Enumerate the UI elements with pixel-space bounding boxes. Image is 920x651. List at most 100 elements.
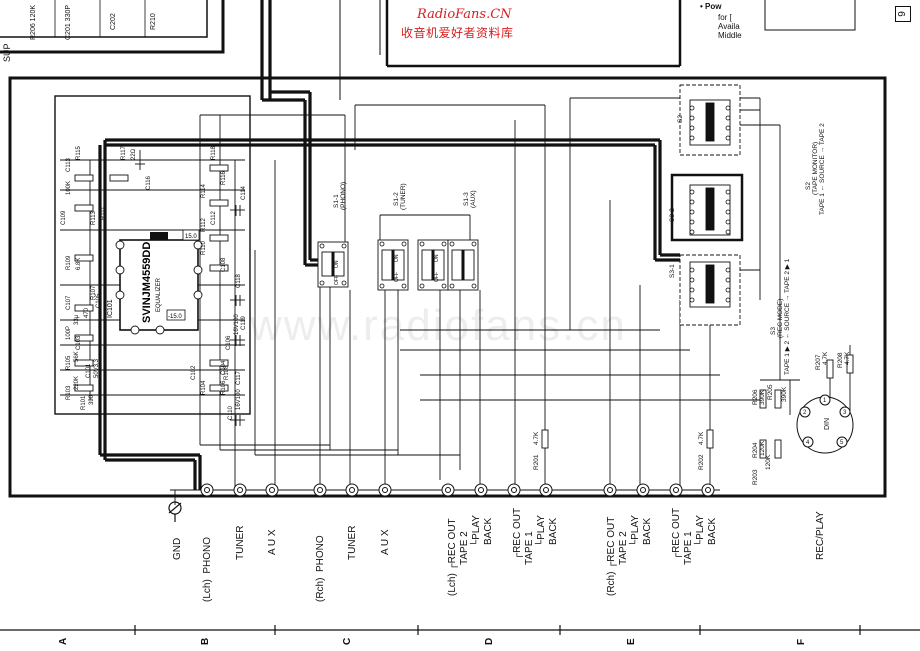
top-comp-4: R210 (150, 13, 157, 30)
value-r206: 390K (759, 389, 766, 405)
value-r203: 120K (765, 454, 772, 470)
label-r207: R207 (815, 354, 822, 370)
din-pin-1: 1 (823, 398, 827, 404)
label-r112: R112 (201, 217, 207, 232)
state-off-3: OFF (434, 272, 440, 282)
din-pin-2: 2 (803, 410, 807, 416)
label-l-aux: A U X (267, 529, 278, 555)
label-r111: R111 (101, 206, 107, 220)
label-r203: R203 (752, 469, 759, 485)
label-c119: C117 (236, 370, 242, 385)
label-l-tape1-back: BACK (548, 517, 559, 545)
label-c105: C105 (96, 293, 102, 308)
value-r101: 390 (89, 394, 95, 405)
right-resistors (541, 354, 854, 459)
value-r202: 4.7K (698, 431, 705, 445)
note-for: for [ (718, 13, 732, 22)
ic-vplus: 15.0 (185, 234, 197, 240)
label-s3-1: S3-1 (669, 264, 676, 278)
label-c103: C103 (76, 335, 82, 350)
eq-components (74, 150, 245, 426)
ic-pins (115, 240, 203, 335)
label-r206: R206 (752, 389, 759, 405)
label-s1-1: S1-1 (333, 194, 340, 208)
label-c118: C119 (241, 315, 247, 330)
label-r-tape2-name: TAPE 2 (618, 531, 629, 565)
selector-switches (317, 239, 479, 291)
top-left-board-fragment (0, 0, 225, 54)
label-c116: C116 (146, 175, 152, 190)
label-s2: S2 (805, 182, 812, 190)
ic-ref-label: IC101 (107, 299, 114, 318)
label-c106: R108 (224, 365, 230, 380)
label-c102: C102 (191, 365, 197, 380)
value-r105: 56K (74, 351, 80, 362)
label-r-aux: A U X (380, 529, 391, 555)
value-r115: 100K (66, 181, 72, 195)
column-letter-f: F (796, 638, 807, 645)
label-r-tape1-back: BACK (707, 517, 718, 545)
label-r113: R113 (91, 210, 97, 225)
label-s3-2: S3-2 (669, 208, 676, 222)
label-r-tape2-back: BACK (642, 517, 653, 545)
value-c101: 50V3.3 (94, 358, 100, 378)
label-r106: C104 (221, 360, 227, 375)
label-r-tape2-rec: (Rch) ┌REC OUT (606, 516, 617, 596)
right-resistor-labels: R201 4.7K R202 4.7K R203 120K R204 120K … (533, 351, 851, 485)
label-r-tape1-play: └PLAY (695, 515, 706, 547)
label-r118: R118 (211, 145, 217, 160)
wiring (60, 97, 851, 505)
ic101: SVINJM4559DD EQUALIZER IC101 15.0 -15.0 (107, 229, 200, 331)
eq-component-labels: C113 R115 100K R117 22Ω C116 R118 R116 R… (61, 145, 247, 420)
label-r-tape1-name: TAPE 1 (683, 531, 694, 565)
label-l-tape2-name: TAPE 2 (459, 531, 470, 565)
label-c107: C107 (66, 295, 72, 310)
note-middle: Middle (718, 31, 742, 40)
label-r117: R117 (121, 145, 127, 160)
state-on-1: ON (334, 260, 340, 268)
switch-contacts (319, 241, 477, 289)
label-r105: R105 (66, 355, 72, 370)
func-s3: (REC MODE) (777, 299, 784, 338)
label-r205: R205 (767, 384, 774, 400)
state-off-2: OFF (394, 272, 400, 282)
label-r107: R107 (91, 285, 97, 300)
column-letter-c: C (342, 637, 353, 645)
modes-s3: TAPE 1 ▶ 2 ← SOURCE → TAPE 2 ▶ 1 (784, 258, 791, 375)
label-r104: R106 (221, 380, 227, 395)
label-r202: R202 (698, 454, 705, 470)
value-r103: 220K (74, 376, 80, 390)
value-c103: 100P (66, 326, 72, 340)
top-comp-3: C202 (110, 13, 117, 30)
note-pow: • Pow (700, 2, 722, 11)
state-on-3: ON (434, 254, 440, 262)
label-r208: R208 (837, 352, 844, 368)
ic-part-label: SVINJM4559DD (141, 242, 153, 323)
top-comp-2: C201 330P (65, 4, 72, 40)
label-r-phono: (Rch) PHONO (315, 535, 326, 602)
din-connector (796, 394, 854, 454)
label-c108: C118 (236, 273, 242, 288)
din-pin-3: 3 (843, 410, 847, 416)
note-avail: Availa (718, 22, 740, 31)
label-l-tuner: TUNER (235, 525, 246, 560)
label-r110: R110 (201, 240, 207, 255)
bottom-ruler (0, 625, 920, 635)
value-c107: 33μ (74, 314, 80, 325)
label-l-tape2-back: BACK (483, 517, 494, 545)
top-comp-1: R206 120K (30, 4, 37, 40)
label-s3: S3 (770, 327, 777, 335)
label-r101: R101 (81, 395, 87, 410)
value-r201: 4.7K (533, 431, 540, 445)
tape-switches (670, 84, 744, 326)
label-s2-short: S2 (677, 115, 684, 123)
watermark-overlay: www.radiofans.cn (249, 301, 627, 350)
value-r207: 4.7K (822, 351, 829, 365)
column-letter-d: D (484, 637, 495, 645)
ground-symbol (168, 501, 182, 522)
label-l-tape1-name: TAPE 1 (524, 531, 535, 565)
label-r114: R114 (201, 183, 207, 198)
value-r208: 4.7K (844, 351, 851, 365)
din-pin-4: 4 (806, 440, 810, 446)
